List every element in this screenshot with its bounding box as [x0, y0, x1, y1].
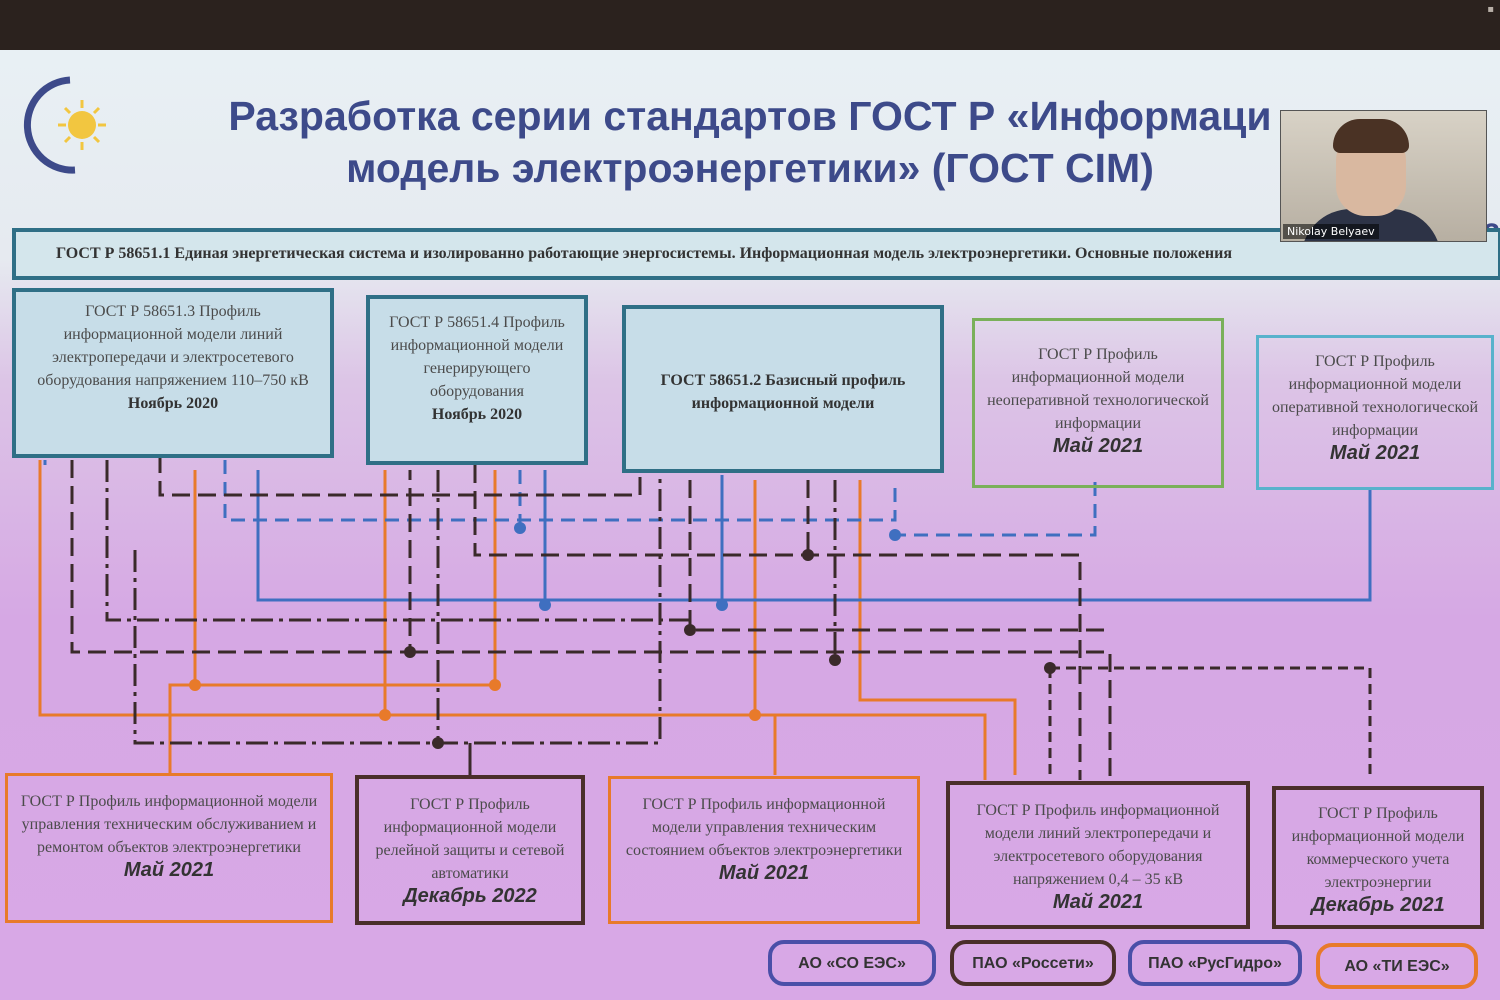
standard-box-58651-4: ГОСТ Р 58651.4 Профиль информационной мо… [366, 295, 588, 465]
dark-dashed-connector [473, 465, 1082, 780]
orange-connector [168, 470, 497, 775]
standard-box-maintenance: ГОСТ Р Профиль информационной модели упр… [5, 773, 333, 923]
standard-box-58651-3: ГОСТ Р 58651.3 Профиль информационной мо… [12, 288, 334, 458]
blue-dashed-connector [223, 460, 897, 522]
orange-connector [858, 480, 1017, 775]
dark-dashed-connector [688, 480, 1110, 632]
legend-so-ees: АО «СО ЕЭС» [768, 940, 936, 986]
orange-connector [38, 460, 987, 780]
webcam-overlay: Nikolay Belyaev [1280, 110, 1487, 242]
standard-box-date: Май 2021 [718, 862, 810, 884]
dashdot-connector [105, 460, 690, 622]
standard-box-text: ГОСТ Р Профиль информационной модели ком… [1291, 805, 1465, 891]
dark-dashed-connector [410, 650, 1112, 780]
standard-box-text: ГОСТ Р Профиль информационной модели лин… [976, 802, 1220, 888]
standard-box-nonoperative-info: ГОСТ Р Профиль информационной модели нео… [972, 318, 1224, 488]
standard-box-text: ГОСТ Р Профиль информационной модели рел… [375, 796, 565, 882]
legend-rosseti: ПАО «Россети» [950, 940, 1116, 986]
standard-box-date: Ноябрь 2020 [431, 406, 523, 423]
legend-ti-ees: АО «ТИ ЕЭС» [1316, 943, 1478, 989]
dark-top-bezel: ▪ [0, 0, 1500, 50]
standard-box-text: ГОСТ Р 58651.3 Профиль информационной мо… [37, 303, 309, 389]
slide-title-line2: модель электроэнергетики» (ГОСТ CIM) [346, 145, 1154, 191]
dark-dashed-connector [70, 460, 412, 654]
standard-box-text: ГОСТ Р Профиль информационной модели упр… [20, 793, 318, 856]
blue-dashed-connector [895, 482, 1097, 537]
junction-dots [189, 522, 1056, 749]
standard-box-date: Май 2021 [1329, 442, 1421, 464]
standard-box-technical-condition: ГОСТ Р Профиль информационной модели упр… [608, 776, 920, 924]
slide: Разработка серии стандартов ГОСТ Р «Инфо… [0, 50, 1500, 1000]
speaker-hair [1333, 119, 1409, 153]
slide-title: Разработка серии стандартов ГОСТ Р «Инфо… [210, 90, 1290, 194]
sun-logo-icon [24, 76, 106, 174]
standard-box-date: Май 2021 [1052, 891, 1144, 913]
legend-rushydro: ПАО «РусГидро» [1128, 940, 1302, 986]
corner-mark: ▪ [1487, 4, 1494, 15]
slide-title-line1: Разработка серии стандартов ГОСТ Р «Инфо… [228, 93, 1272, 139]
standard-box-date: Май 2021 [1052, 435, 1144, 457]
standard-box-text: ГОСТ Р Профиль информационной модели опе… [1271, 353, 1479, 439]
standard-box-text: ГОСТ Р Профиль информационной модели упр… [625, 796, 903, 859]
main-standard-text: ГОСТ Р 58651.1 Единая энергетическая сис… [56, 245, 1233, 262]
standard-box-relay-protection: ГОСТ Р Профиль информационной модели рел… [355, 775, 585, 925]
dark-dashed-connector [1050, 666, 1372, 780]
standard-box-date: Декабрь 2021 [1311, 894, 1445, 916]
dashdot-connector [133, 475, 662, 745]
orange-connector [753, 480, 777, 775]
standard-box-text: ГОСТ Р 58651.4 Профиль информационной мо… [389, 314, 565, 400]
main-standard-box: ГОСТ Р 58651.1 Единая энергетическая сис… [12, 228, 1500, 280]
standard-box-power-lines-04-35kv: ГОСТ Р Профиль информационной модели лин… [946, 781, 1250, 929]
connector-lines [38, 455, 1372, 780]
standard-box-58651-2: ГОСТ 58651.2 Базисный профиль информацио… [622, 305, 944, 473]
standard-box-text: ГОСТ 58651.2 Базисный профиль информацио… [660, 372, 906, 412]
speaker-name: Nikolay Belyaev [1283, 224, 1379, 239]
standard-box-date: Декабрь 2022 [403, 885, 537, 907]
standard-box-commercial-metering: ГОСТ Р Профиль информационной модели ком… [1272, 786, 1484, 929]
dark-dashed-connector [158, 455, 642, 497]
standard-box-date: Ноябрь 2020 [127, 395, 219, 412]
blue-connector [256, 470, 1372, 602]
standard-box-operative-info: ГОСТ Р Профиль информационной модели опе… [1256, 335, 1494, 490]
standard-box-text: ГОСТ Р Профиль информационной модели нео… [987, 346, 1209, 432]
standard-box-date: Май 2021 [123, 859, 215, 881]
